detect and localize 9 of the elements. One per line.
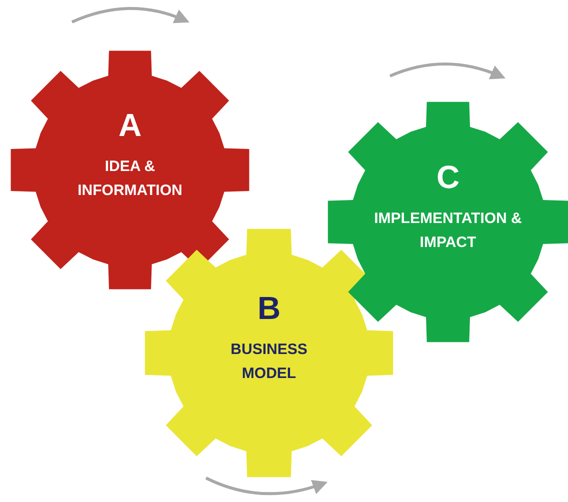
gear-letter: A [117,108,143,142]
gear-label: BUSINESS MODEL [230,340,308,384]
gear-label: IDEA & INFORMATION [76,157,184,201]
gear-shape [326,100,568,344]
gear-letter: B [256,291,282,325]
gear-letter: C [435,160,461,194]
gear-shape [143,227,395,479]
gear-shape [9,49,251,291]
gear-label: IMPLEMENTATION & IMPACT [373,209,523,253]
